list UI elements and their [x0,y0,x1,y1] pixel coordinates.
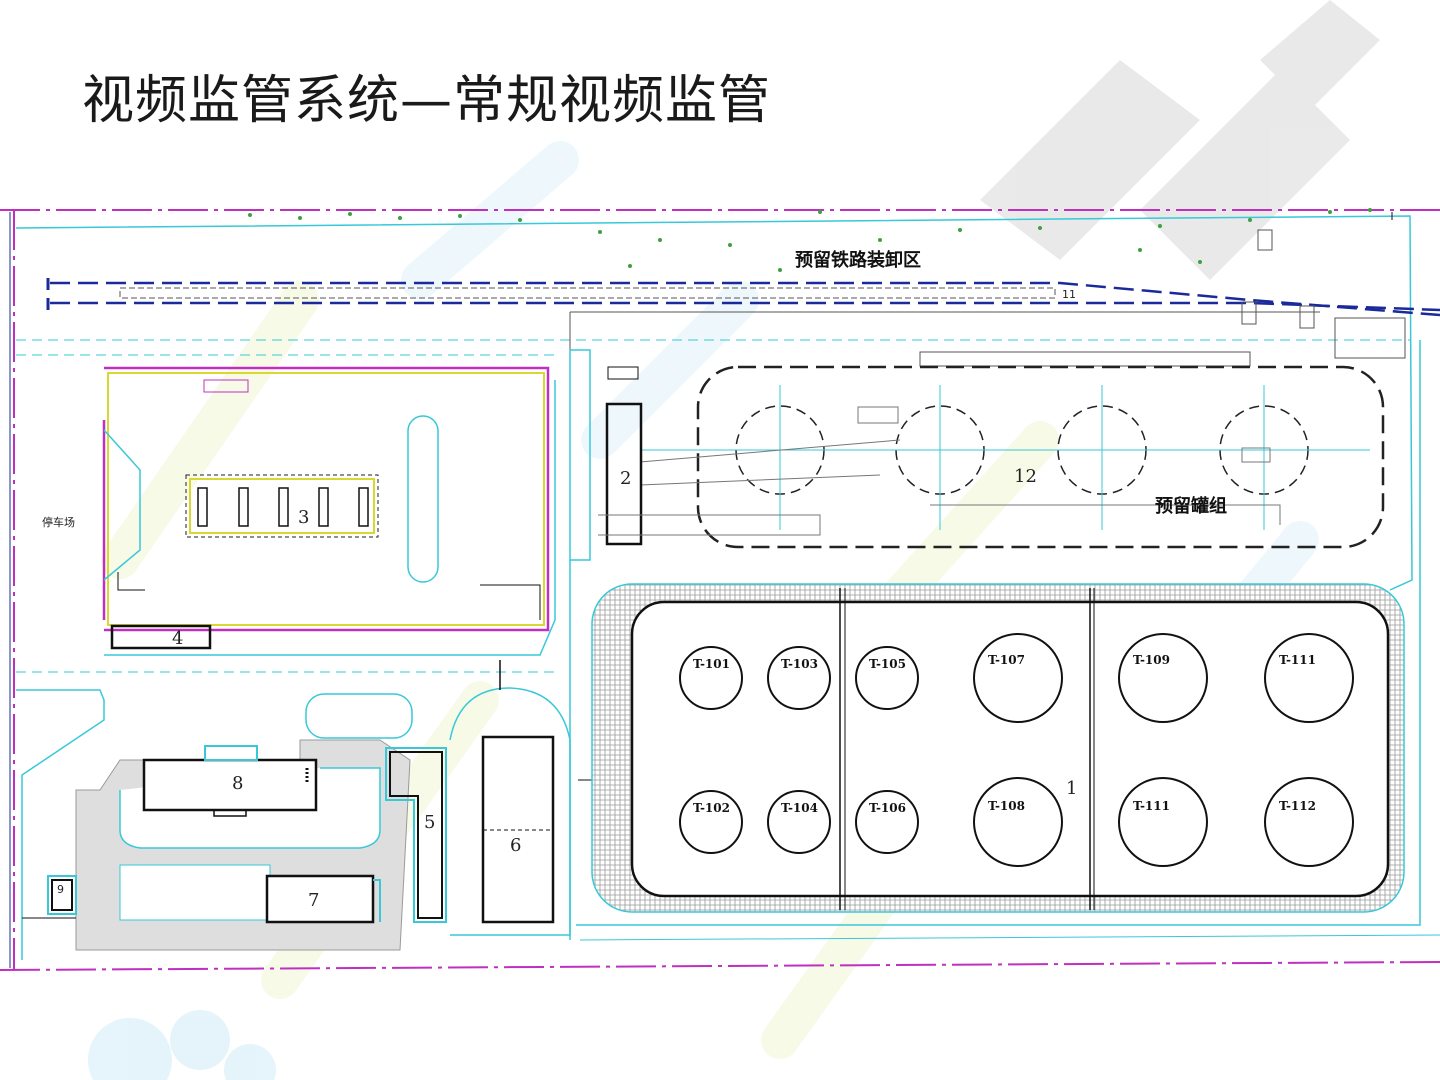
railway-track [46,278,1440,317]
building-9 [22,875,77,919]
building-7 [265,874,381,924]
tank-t102: T-102 [693,801,730,815]
zone-1-number: 1 [1066,778,1077,799]
zone-9-number: 9 [57,883,64,896]
tank-t112: T-112 [1279,799,1316,813]
building-2 [569,349,821,561]
building-8 [142,745,318,817]
site-boundary [0,209,1440,971]
reserved-tanks-label: 预留罐组 [1155,495,1227,517]
tank-t111-bottom: T-111 [1133,799,1170,813]
yard-3 [102,366,556,656]
tank-t106: T-106 [869,801,906,815]
zone-2-number: 2 [620,468,631,489]
building-4 [110,624,212,650]
tank-t105: T-105 [869,657,906,671]
zone-12-number: 12 [1014,466,1037,487]
page-title: 视频监管系统—常规视频监管 [82,71,772,131]
zone-7-number: 7 [308,890,319,911]
tank-t101: T-101 [693,657,730,671]
building-6 [449,660,571,936]
rail-zone-label: 预留铁路装卸区 [795,249,921,271]
zone-4-number: 4 [172,628,183,649]
tank-t111-top: T-111 [1279,653,1316,667]
zone-8-number: 8 [232,773,243,794]
parking-label: 停车场 [42,515,75,529]
zone-6-number: 6 [510,835,521,856]
zone-5-number: 5 [424,812,435,833]
building-5 [385,747,447,923]
tank-t108: T-108 [988,799,1025,813]
tank-t109: T-109 [1133,653,1170,667]
zone-11-number: 11 [1062,288,1076,301]
tank-farm-1 [569,340,1440,941]
tank-t107: T-107 [988,653,1025,667]
tank-t103: T-103 [781,657,818,671]
reserved-tank-group [639,365,1385,549]
tank-t104: T-104 [781,801,818,815]
zone-3-number: 3 [298,507,309,528]
tree-dots [248,208,1372,272]
